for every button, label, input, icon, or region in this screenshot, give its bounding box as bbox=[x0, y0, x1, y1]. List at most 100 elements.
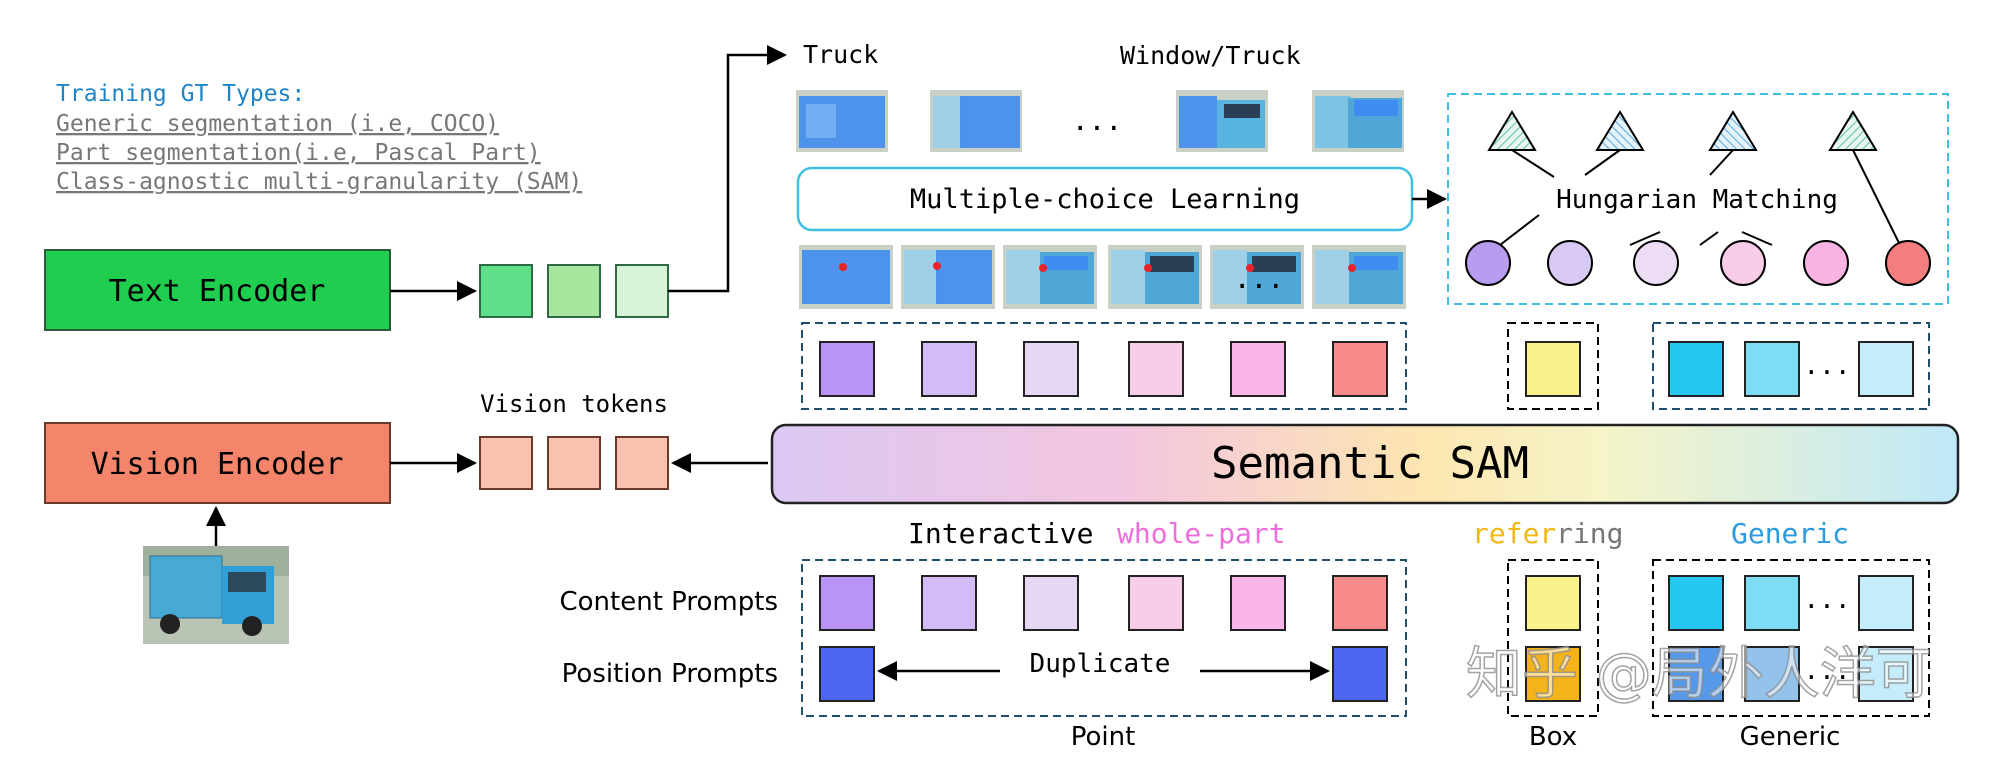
prompt-token bbox=[921, 575, 977, 631]
vision-token bbox=[479, 436, 533, 490]
part-query-tokens bbox=[819, 341, 1388, 397]
text-encoder-label: Text Encoder bbox=[109, 274, 326, 309]
query-token bbox=[1668, 341, 1724, 397]
referring-title-rest: ring bbox=[1556, 517, 1623, 550]
prompt-token bbox=[1744, 575, 1800, 631]
content-prompt-tokens bbox=[819, 575, 1388, 631]
box-label: Box bbox=[1529, 722, 1577, 752]
vision-tokens bbox=[479, 436, 669, 490]
query-token bbox=[1525, 341, 1581, 397]
prompt-token bbox=[1023, 575, 1079, 631]
prediction-circles bbox=[1465, 240, 1931, 286]
ellipsis-generic-content: ... bbox=[1804, 585, 1851, 615]
hungarian-matching-box bbox=[1447, 93, 1949, 305]
output-label-window-truck: Window/Truck bbox=[1120, 41, 1301, 70]
input-truck-image bbox=[143, 546, 289, 644]
prediction-circle bbox=[1633, 240, 1679, 286]
point-label: Point bbox=[1071, 722, 1136, 752]
content-prompts-label: Content Prompts bbox=[560, 587, 779, 617]
generic-label: Generic bbox=[1740, 722, 1841, 752]
watermark: 知乎 @局外人洋可 bbox=[1466, 642, 1932, 707]
duplicate-label: Duplicate bbox=[1030, 649, 1171, 679]
generic-query-tokens: ... bbox=[1668, 341, 1914, 397]
generic-content-tokens: ... bbox=[1668, 575, 1914, 631]
query-token bbox=[1858, 341, 1914, 397]
text-encoder-box bbox=[44, 249, 391, 331]
position-prompt-token bbox=[819, 646, 875, 702]
vision-encoder-box bbox=[44, 422, 391, 504]
position-prompt-token bbox=[1332, 646, 1388, 702]
truck-mask-thumb bbox=[1176, 90, 1268, 152]
prompt-token bbox=[819, 575, 875, 631]
gt-triangle bbox=[1828, 110, 1878, 151]
query-token bbox=[1023, 341, 1079, 397]
whole-part-title: whole-part bbox=[1117, 517, 1286, 550]
truck-mask-thumb bbox=[1108, 245, 1202, 309]
prompt-token bbox=[1858, 575, 1914, 631]
truck-mask-thumb bbox=[1312, 245, 1406, 309]
vision-token bbox=[547, 436, 601, 490]
generic-query-group bbox=[1652, 322, 1930, 410]
position-prompt-token bbox=[1525, 646, 1581, 702]
truck-mask-thumb bbox=[1210, 245, 1304, 309]
query-token bbox=[1332, 341, 1388, 397]
gt-triangles bbox=[1487, 110, 1878, 151]
query-token bbox=[1128, 341, 1184, 397]
gt-triangle bbox=[1595, 110, 1645, 151]
text-token bbox=[547, 264, 601, 318]
semantic-sam-block bbox=[770, 423, 1960, 505]
truck-mask-thumb bbox=[796, 90, 888, 152]
semantic-sam-label: Semantic SAM bbox=[1211, 438, 1529, 489]
position-prompt-token bbox=[1858, 646, 1914, 702]
output-masks-top: ... bbox=[796, 90, 1404, 152]
prediction-circle bbox=[1720, 240, 1766, 286]
prediction-circle bbox=[1803, 240, 1849, 286]
position-prompt-token bbox=[1744, 646, 1800, 702]
position-prompt-token bbox=[1668, 646, 1724, 702]
prompt-token bbox=[1332, 575, 1388, 631]
query-token bbox=[1744, 341, 1800, 397]
vision-token bbox=[615, 436, 669, 490]
training-gt-item-generic: Generic segmentation (i.e, COCO) bbox=[56, 111, 499, 137]
referring-title-colored: refer bbox=[1472, 517, 1556, 550]
gt-triangle bbox=[1708, 110, 1758, 151]
output-masks-bottom: ... bbox=[799, 245, 1406, 309]
training-gt-item-part: Part segmentation(i.e, Pascal Part) bbox=[56, 140, 541, 166]
truck-mask-thumb bbox=[1312, 90, 1404, 152]
ref-query-group bbox=[1507, 322, 1599, 410]
generic-title: Generic bbox=[1731, 517, 1849, 550]
truck-mask-thumb bbox=[901, 245, 995, 309]
hungarian-matching-label: Hungarian Matching bbox=[1556, 185, 1838, 215]
text-token bbox=[615, 264, 669, 318]
text-token bbox=[479, 264, 533, 318]
prompt-token bbox=[1128, 575, 1184, 631]
truck-mask-thumb bbox=[1003, 245, 1097, 309]
multiple-choice-learning-label: Multiple-choice Learning bbox=[910, 184, 1300, 215]
interactive-title: Interactive bbox=[908, 517, 1093, 550]
generic-position-tokens: ... bbox=[1668, 646, 1914, 702]
generic-prompt-group bbox=[1652, 559, 1930, 717]
truck-mask-thumb bbox=[799, 245, 893, 309]
vision-encoder-label: Vision Encoder bbox=[91, 447, 344, 482]
prompt-token bbox=[1525, 575, 1581, 631]
text-to-output-arrow bbox=[668, 45, 787, 293]
position-prompts-label: Position Prompts bbox=[562, 659, 778, 689]
training-gt-item-sam: Class-agnostic multi-granularity (SAM) bbox=[56, 169, 582, 195]
query-token bbox=[819, 341, 875, 397]
gt-triangle bbox=[1487, 110, 1537, 151]
matching-lines bbox=[1499, 149, 1901, 246]
prompt-token bbox=[1668, 575, 1724, 631]
ellipsis-top: ... bbox=[1072, 104, 1123, 137]
prediction-circle bbox=[1885, 240, 1931, 286]
output-label-truck: Truck bbox=[803, 40, 878, 69]
query-token bbox=[1230, 341, 1286, 397]
training-gt-types: Training GT Types: Generic segmentation … bbox=[56, 81, 582, 195]
training-gt-title: Training GT Types: bbox=[56, 81, 305, 107]
ellipsis-generic-query: ... bbox=[1804, 351, 1851, 381]
truck-mask-thumb bbox=[930, 90, 1022, 152]
prediction-circle bbox=[1547, 240, 1593, 286]
box-prompt-group bbox=[1507, 559, 1599, 717]
prediction-circle bbox=[1465, 240, 1511, 286]
ellipsis-bottom: ... bbox=[1234, 262, 1285, 295]
